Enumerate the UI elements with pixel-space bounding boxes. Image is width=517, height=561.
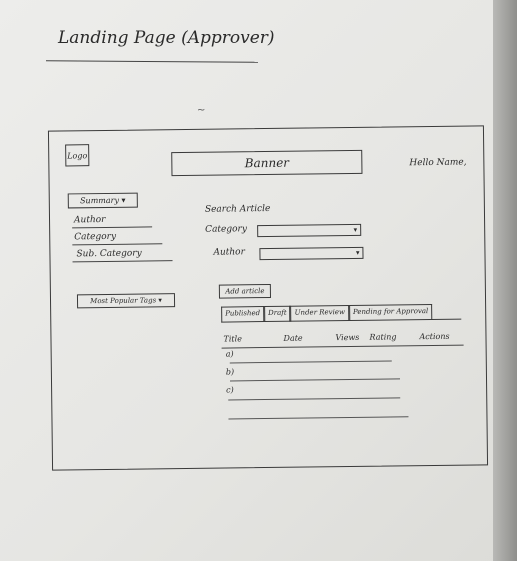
chevron-down-icon: ▾ (353, 225, 358, 234)
summary-label: Summary ▾ (79, 195, 126, 206)
banner-label: Banner (244, 155, 290, 171)
article-status-tabs: Published Draft Under Review Pending for… (221, 302, 462, 323)
wireframe-frame: Logo Banner Hello Name, Summary ▾ Author… (47, 125, 489, 471)
tab-under-review[interactable]: Under Review (290, 305, 350, 322)
column-actions: Actions (419, 331, 450, 342)
banner: Banner (171, 149, 363, 177)
search-article-heading: Search Article (204, 203, 271, 215)
sidebar-item-category[interactable]: Category (74, 231, 117, 243)
sidebar-divider (72, 243, 163, 246)
summary-dropdown[interactable]: Summary ▾ (67, 192, 138, 209)
whiteboard-edge (493, 0, 517, 561)
sidebar-item-author[interactable]: Author (73, 214, 106, 226)
most-popular-tags-dropdown[interactable]: Most Popular Tags ▾ (76, 293, 176, 309)
category-select[interactable]: ▾ (257, 223, 362, 238)
row-divider (228, 416, 409, 420)
row-divider (228, 397, 401, 401)
row-divider (230, 378, 401, 382)
title-underline (45, 60, 259, 63)
tab-draft[interactable]: Draft (264, 305, 291, 323)
chevron-down-icon: ▾ (355, 248, 360, 257)
sidebar-divider (72, 226, 153, 229)
table-row[interactable]: b) (225, 367, 235, 377)
tab-published[interactable]: Published (221, 306, 265, 323)
table-row[interactable]: c) (226, 385, 234, 395)
author-select[interactable]: ▾ (259, 246, 364, 261)
tab-pending-for-approval[interactable]: Pending for Approval (348, 303, 433, 322)
popular-tags-label: Most Popular Tags ▾ (90, 296, 162, 306)
row-divider (229, 360, 392, 364)
column-date: Date (283, 333, 303, 343)
page-title: Landing Page (Approver) (58, 28, 275, 48)
user-greeting[interactable]: Hello Name, (409, 157, 467, 169)
logo-label: Logo (67, 150, 88, 160)
sidebar-divider (72, 260, 173, 263)
add-article-button[interactable]: Add article (218, 283, 271, 299)
column-title: Title (223, 334, 242, 344)
stray-mark: ~ (197, 105, 206, 116)
sidebar-item-sub-category[interactable]: Sub. Category (76, 248, 142, 260)
table-row[interactable]: a) (225, 349, 234, 359)
author-filter-label: Author (213, 247, 245, 258)
column-rating: Rating (369, 332, 397, 342)
column-views: Views (335, 332, 360, 343)
category-filter-label: Category (205, 224, 247, 235)
add-article-label: Add article (225, 287, 265, 296)
logo[interactable]: Logo (65, 144, 90, 167)
